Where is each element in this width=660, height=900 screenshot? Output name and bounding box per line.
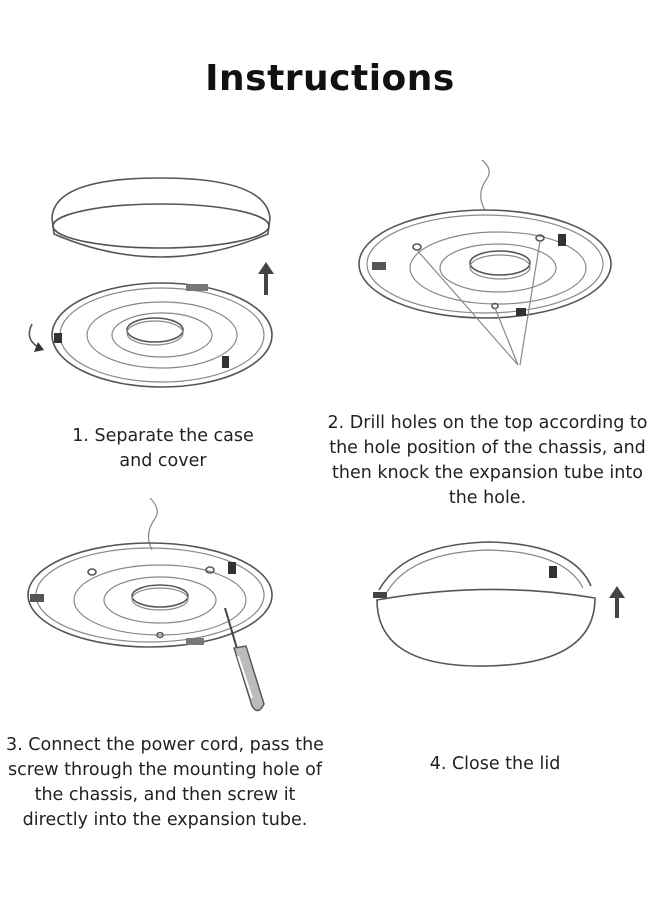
chassis-base — [358, 209, 612, 319]
step-2-illustration — [358, 159, 612, 366]
chassis-base — [373, 541, 592, 598]
screwdriver-icon — [224, 607, 265, 712]
power-cord — [480, 159, 490, 211]
chassis-base — [51, 282, 273, 388]
step-1-illustration — [28, 177, 274, 388]
step-3-illustration — [27, 497, 273, 712]
step-1-caption: 1. Separate the case and cover — [72, 426, 254, 471]
power-cord — [147, 497, 158, 551]
up-arrow-icon — [609, 586, 625, 618]
step-2-caption: 2. Drill holes on the top according to t… — [327, 413, 648, 508]
step-4-illustration — [373, 541, 625, 667]
step-3-caption: 3. Connect the power cord, pass the scre… — [6, 735, 324, 830]
up-arrow-icon — [258, 262, 274, 295]
chassis-base — [27, 542, 273, 648]
page-title: Instructions — [205, 58, 455, 99]
step-4-caption: 4. Close the lid — [429, 754, 561, 774]
drill-guide-lines — [416, 240, 541, 366]
lampshade-cover — [51, 177, 271, 258]
lampshade-cover — [376, 588, 596, 667]
rotate-arrow-icon — [28, 323, 44, 352]
